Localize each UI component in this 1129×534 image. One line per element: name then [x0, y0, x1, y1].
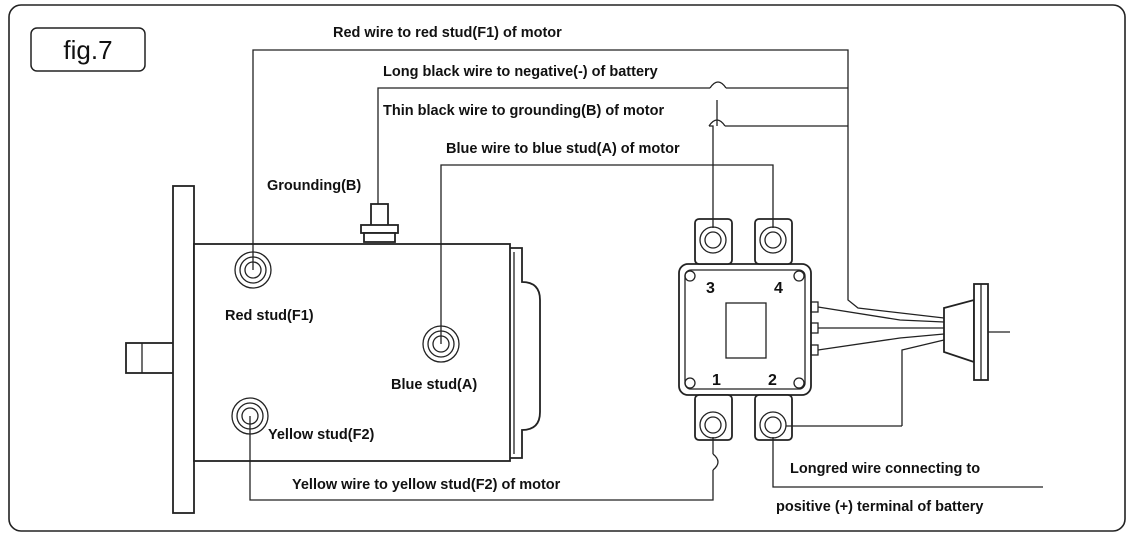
grounding-label: Grounding(B) — [267, 178, 361, 194]
yellow-wire-label: Yellow wire to yellow stud(F2) of motor — [292, 477, 561, 493]
long-red-wire-label-line2: positive (+) terminal of battery — [776, 499, 983, 515]
red-stud-label: Red stud(F1) — [225, 308, 314, 324]
thin-black-wire-label: Thin black wire to grounding(B) of motor — [383, 103, 664, 119]
solenoid: 3 4 1 2 — [678, 218, 819, 441]
figure-label-box: fig.7 — [30, 27, 146, 72]
terminal-number-2: 2 — [768, 372, 777, 389]
connector-plug — [943, 283, 1010, 381]
red-wire-label: Red wire to red stud(F1) of motor — [333, 25, 562, 41]
yellow-stud-label: Yellow stud(F2) — [268, 427, 375, 443]
terminal-number-3: 3 — [706, 280, 715, 297]
wires — [249, 49, 1043, 501]
terminal-number-4: 4 — [774, 280, 783, 297]
blue-stud-label: Blue stud(A) — [391, 377, 477, 393]
terminal-number-1: 1 — [712, 372, 721, 389]
long-red-wire-label-line1: Longred wire connecting to — [790, 461, 980, 477]
grounding-bolt — [360, 203, 399, 243]
figure-label: fig.7 — [63, 35, 112, 65]
long-black-wire-label: Long black wire to negative(-) of batter… — [383, 64, 658, 80]
blue-wire-label: Blue wire to blue stud(A) of motor — [446, 141, 680, 157]
